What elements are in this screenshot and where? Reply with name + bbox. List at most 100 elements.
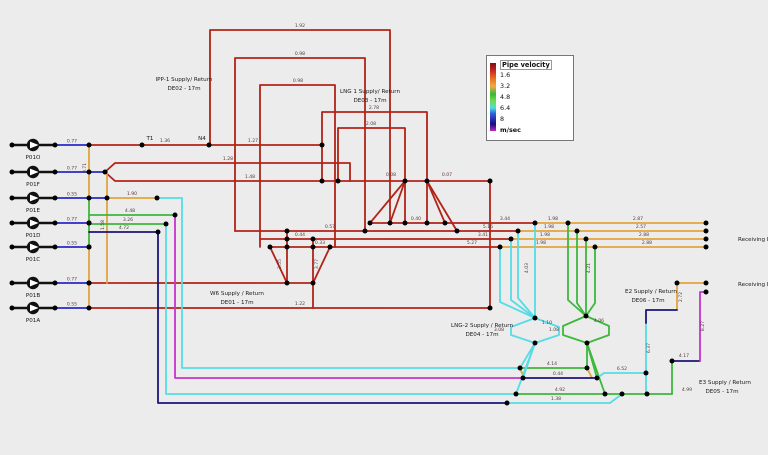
- junction-node[interactable]: [454, 228, 460, 234]
- junction-node[interactable]: [163, 221, 169, 227]
- junction-node[interactable]: [517, 365, 523, 371]
- junction-node[interactable]: [532, 340, 538, 346]
- junction-node[interactable]: [284, 244, 290, 250]
- legend-title-textbox[interactable]: Pipe velocity: [500, 60, 552, 70]
- pipe-green[interactable]: [576, 230, 587, 317]
- pipe-red[interactable]: [426, 180, 458, 232]
- junction-node[interactable]: [9, 169, 15, 175]
- junction-node[interactable]: [310, 236, 316, 242]
- pipe-red[interactable]: [426, 180, 446, 224]
- pipe-red[interactable]: [369, 180, 406, 224]
- junction-node[interactable]: [703, 228, 709, 234]
- junction-node[interactable]: [643, 370, 649, 376]
- junction-node[interactable]: [402, 178, 408, 184]
- junction-node[interactable]: [310, 244, 316, 250]
- junction-node[interactable]: [155, 229, 161, 235]
- junction-node[interactable]: [583, 313, 589, 319]
- pipe-navy[interactable]: [88, 231, 508, 404]
- junction-node[interactable]: [9, 280, 15, 286]
- junction-node[interactable]: [574, 228, 580, 234]
- junction-node[interactable]: [52, 305, 58, 311]
- junction-node[interactable]: [497, 244, 503, 250]
- junction-node[interactable]: [52, 220, 58, 226]
- junction-node[interactable]: [86, 280, 92, 286]
- pipe-cyan[interactable]: [517, 230, 536, 319]
- junction-node[interactable]: [592, 244, 598, 250]
- junction-node[interactable]: [52, 142, 58, 148]
- junction-node[interactable]: [86, 305, 92, 311]
- junction-node[interactable]: [284, 228, 290, 234]
- junction-node[interactable]: [86, 142, 92, 148]
- pipe-red[interactable]: [269, 246, 288, 284]
- pipe-green[interactable]: [562, 315, 588, 344]
- junction-node[interactable]: [402, 220, 408, 226]
- junction-node[interactable]: [424, 178, 430, 184]
- pipe-green[interactable]: [585, 246, 596, 317]
- pipe-cyan[interactable]: [499, 246, 536, 319]
- junction-node[interactable]: [487, 178, 493, 184]
- junction-node[interactable]: [703, 244, 709, 250]
- junction-node[interactable]: [86, 220, 92, 226]
- junction-node[interactable]: [284, 236, 290, 242]
- pipe-red[interactable]: [209, 29, 391, 224]
- pipe-cyan[interactable]: [165, 223, 517, 395]
- junction-node[interactable]: [669, 358, 675, 364]
- junction-node[interactable]: [9, 220, 15, 226]
- junction-node[interactable]: [594, 375, 600, 381]
- junction-node[interactable]: [674, 280, 680, 286]
- junction-node[interactable]: [9, 244, 15, 250]
- junction-node[interactable]: [52, 280, 58, 286]
- junction-node[interactable]: [487, 305, 493, 311]
- pipe-green[interactable]: [586, 342, 606, 395]
- pipe-cyan[interactable]: [510, 238, 536, 319]
- junction-node[interactable]: [267, 244, 273, 250]
- junction-node[interactable]: [602, 391, 608, 397]
- pipe-red[interactable]: [312, 246, 331, 284]
- junction-node[interactable]: [86, 169, 92, 175]
- junction-node[interactable]: [387, 220, 393, 226]
- junction-node[interactable]: [424, 220, 430, 226]
- junction-node[interactable]: [52, 195, 58, 201]
- junction-node[interactable]: [703, 220, 709, 226]
- junction-node[interactable]: [442, 220, 448, 226]
- junction-node[interactable]: [9, 305, 15, 311]
- pipe-cyan[interactable]: [596, 372, 647, 379]
- junction-node[interactable]: [513, 391, 519, 397]
- junction-node[interactable]: [52, 169, 58, 175]
- junction-node[interactable]: [310, 280, 316, 286]
- junction-node[interactable]: [565, 220, 571, 226]
- junction-node[interactable]: [619, 391, 625, 397]
- pipe-red[interactable]: [234, 57, 366, 232]
- junction-node[interactable]: [327, 244, 333, 250]
- junction-node[interactable]: [86, 195, 92, 201]
- junction-node[interactable]: [584, 365, 590, 371]
- junction-node[interactable]: [362, 228, 368, 234]
- junction-node[interactable]: [532, 220, 538, 226]
- pipe-cyan[interactable]: [515, 342, 536, 395]
- junction-node[interactable]: [9, 195, 15, 201]
- pipe-green[interactable]: [567, 222, 587, 317]
- junction-node[interactable]: [504, 400, 510, 406]
- junction-node[interactable]: [102, 169, 108, 175]
- junction-node[interactable]: [520, 375, 526, 381]
- junction-node[interactable]: [532, 315, 538, 321]
- junction-node[interactable]: [319, 142, 325, 148]
- junction-node[interactable]: [284, 280, 290, 286]
- junction-node[interactable]: [9, 142, 15, 148]
- pipe-cyan[interactable]: [156, 197, 521, 369]
- pipe-red[interactable]: [389, 180, 406, 224]
- junction-node[interactable]: [515, 228, 521, 234]
- junction-node[interactable]: [319, 178, 325, 184]
- junction-node[interactable]: [206, 142, 212, 148]
- junction-node[interactable]: [644, 391, 650, 397]
- pipe-navy[interactable]: [645, 309, 678, 324]
- junction-node[interactable]: [52, 244, 58, 250]
- pipe-red[interactable]: [259, 84, 336, 248]
- pipe-green[interactable]: [585, 315, 610, 344]
- junction-node[interactable]: [583, 236, 589, 242]
- pipe-cyan[interactable]: [510, 317, 536, 344]
- pipe-cyan[interactable]: [534, 317, 560, 344]
- pipe-red[interactable]: [104, 162, 351, 182]
